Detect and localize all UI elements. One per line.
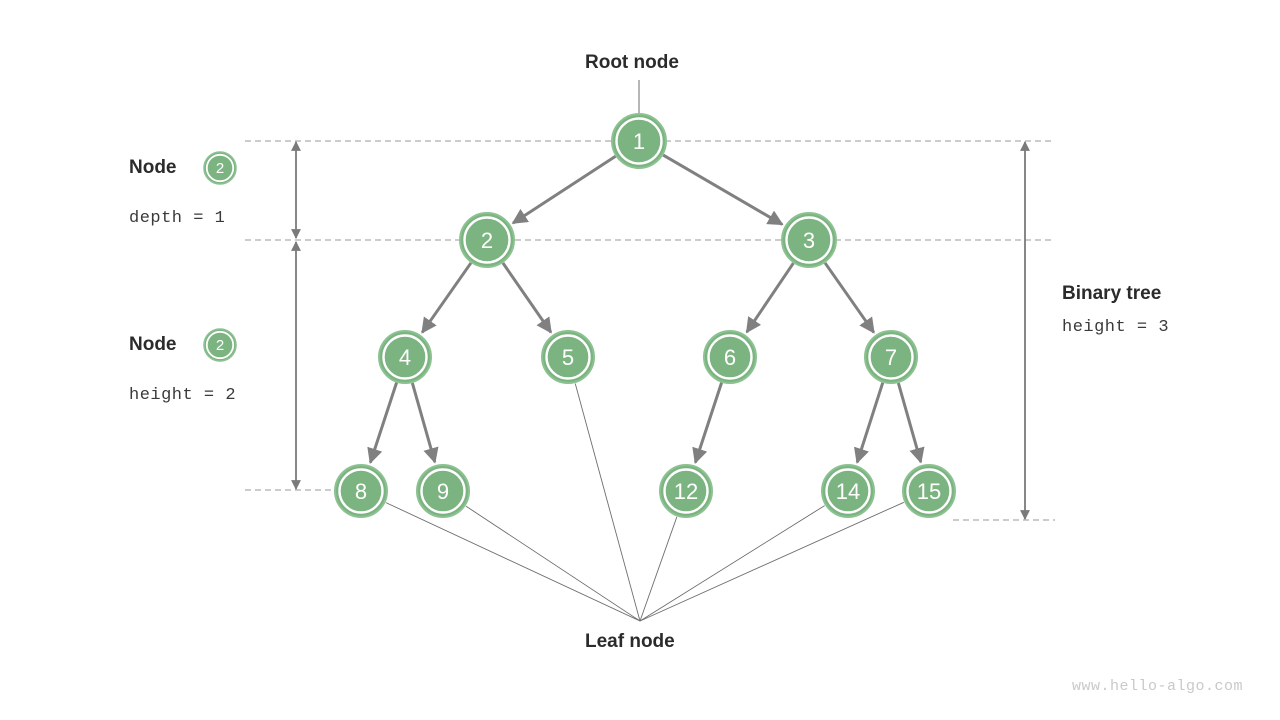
tree-node[interactable]: 2 [459,212,515,268]
tree-node[interactable]: 1 [611,113,667,169]
tree-node-inner-ring [338,468,384,514]
tree-edge [511,155,617,225]
tree-edge [692,382,724,464]
tree-node-value: 9 [437,479,449,504]
tree-node-inner-ring [785,216,833,264]
node-badge-icon: 2 [203,151,237,185]
tree-height-detail: height = 3 [1062,318,1170,337]
tree-node[interactable]: 14 [821,464,875,518]
tree-node[interactable]: 12 [659,464,713,518]
leaf-pointer-line [574,383,641,622]
root-node-label: Root node [585,52,679,73]
tree-node[interactable]: 15 [902,464,956,518]
node-depth-label: Node [129,157,177,178]
node-height-badge-value: 2 [216,337,224,354]
leaf-pointer-lines [385,383,905,622]
tree-node[interactable]: 8 [334,464,388,518]
node-depth-badge-value: 2 [216,160,224,177]
tree-node-value: 12 [674,479,698,504]
tree-node-value: 4 [399,345,411,370]
tree-node-value: 6 [724,345,736,370]
tree-node-value: 8 [355,479,367,504]
tree-node-inner-ring [545,334,591,380]
leaf-pointer-line [639,501,905,622]
tree-edge [745,262,795,334]
tree-edge [420,262,473,334]
tree-node-value: 1 [633,129,645,154]
tree-node[interactable]: 7 [864,330,918,384]
tree-node-inner-ring [868,334,914,380]
tree-node-value: 15 [917,479,941,504]
tree-edges [367,153,925,464]
tree-edge [854,382,885,464]
tree-node-inner-ring [663,468,709,514]
tree-node-value: 14 [836,479,860,504]
tree-height-label: Binary tree [1062,283,1162,304]
node-depth-detail: depth = 1 [129,209,226,228]
tree-node-value: 7 [885,345,897,370]
tree-edge [410,382,439,464]
tree-node-inner-ring [382,334,428,380]
measure-arrows [291,141,1030,520]
tree-edge [501,262,553,334]
tree-edge [367,382,399,464]
leaf-pointer-line [385,502,641,622]
node-depth-badge: 2 [202,150,238,186]
tree-node-inner-ring [906,468,952,514]
tree-edge [823,262,876,334]
tree-node-inner-ring [825,468,871,514]
node-height-badge: 2 [202,327,238,363]
tree-node[interactable]: 4 [378,330,432,384]
tree-edge [662,153,784,226]
leaf-pointer-line [639,505,825,622]
tree-node-inner-ring [420,468,466,514]
leaf-pointer-line [465,505,641,622]
tree-node-inner-ring [707,334,753,380]
tree-node[interactable]: 3 [781,212,837,268]
leaf-node-label: Leaf node [585,631,675,652]
guide-lines [245,140,1055,521]
node-height-label: Node [129,334,177,355]
watermark: www.hello-algo.com [1072,678,1244,695]
tree-node-value: 3 [803,228,815,253]
tree-edge [896,382,925,464]
tree-node-value: 5 [562,345,574,370]
tree-node-inner-ring [463,216,511,264]
tree-node[interactable]: 6 [703,330,757,384]
leaf-pointer-line [639,516,678,622]
tree-node[interactable]: 9 [416,464,470,518]
node-height-detail: height = 2 [129,386,237,405]
tree-node-inner-ring [615,117,663,165]
node-badge-icon: 2 [203,328,237,362]
tree-node-value: 2 [481,228,493,253]
tree-node[interactable]: 5 [541,330,595,384]
